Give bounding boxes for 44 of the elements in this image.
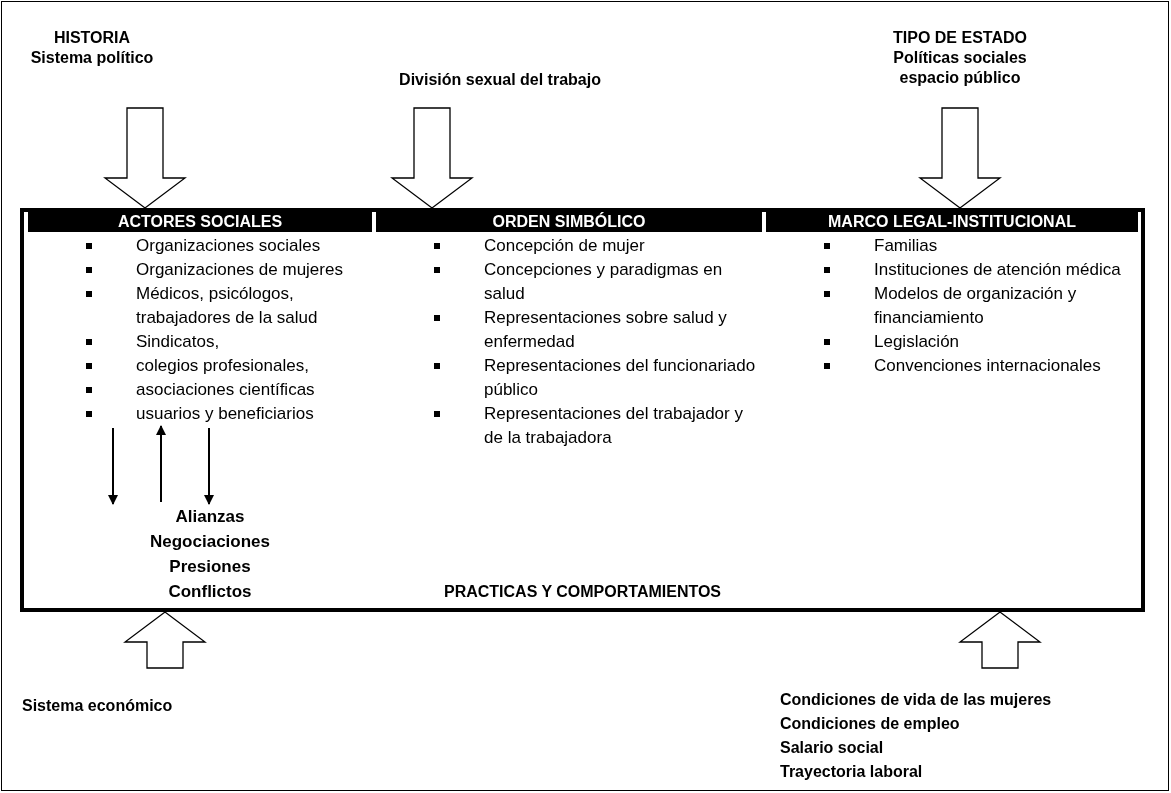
header-bar: MARCO LEGAL-INSTITUCIONAL: [766, 212, 1138, 232]
list-item-text: Organizaciones de mujeres: [136, 259, 344, 281]
main-box: [20, 208, 1145, 612]
hollow-arrow: [123, 611, 207, 669]
label-text: Condiciones de empleo: [780, 714, 961, 734]
list-item-text: Concepciones y paradigmas en salud: [484, 259, 724, 305]
list-item-text: Representaciones del trabajador y de la trabajadora: [484, 403, 744, 449]
arrow: [156, 425, 166, 503]
hollow-arrow: [103, 107, 187, 209]
heading-text: TIPO DE ESTADO: [893, 28, 1027, 48]
label-text: Salario social: [780, 738, 885, 758]
header-bar: ACTORES SOCIALES: [28, 212, 372, 232]
label-text: Trayectoria laboral: [780, 762, 924, 782]
list-item-text: Familias: [874, 235, 939, 257]
label-text: Alianzas: [175, 506, 245, 528]
header-bar: ORDEN SIMBÓLICO: [376, 212, 762, 232]
hollow-arrow: [958, 611, 1042, 669]
arrow: [108, 427, 118, 505]
list-item-text: Médicos, psicólogos, trabajadores de la salud: [136, 283, 319, 329]
list-item-text: Concepción de mujer: [484, 235, 646, 257]
list-item-text: Organizaciones sociales: [136, 235, 322, 257]
list-item-text: Legislación: [874, 331, 961, 353]
heading-text: HISTORIA: [53, 28, 131, 48]
label-text: División sexual del trabajo: [399, 70, 601, 90]
list-item-text: usuarios y beneficiarios: [136, 403, 315, 425]
label-text: Sistema político: [30, 48, 154, 68]
list-item-text: Representaciones del funcionariado público: [484, 355, 757, 401]
list-item-text: Representaciones sobre salud y enfermedad: [484, 307, 728, 353]
label-text: Políticas sociales espacio público: [892, 48, 1028, 88]
label-text: Negociaciones: [150, 531, 270, 553]
hollow-arrow: [918, 107, 1002, 209]
label-text: Conflictos: [168, 581, 252, 603]
list-item-text: Modelos de organización y financiamiento: [874, 283, 1078, 329]
arrow: [204, 427, 214, 505]
list-item-text: Instituciones de atención médica: [874, 259, 1122, 281]
list-item-text: asociaciones científicas: [136, 379, 316, 401]
hollow-arrow: [390, 107, 474, 209]
list-item-text: Convenciones internacionales: [874, 355, 1102, 377]
list-item-text: colegios profesionales,: [136, 355, 310, 377]
label-text: Condiciones de vida de las mujeres: [780, 690, 1053, 710]
list-item-text: Sindicatos,: [136, 331, 221, 353]
label-text: Presiones: [169, 556, 251, 578]
footer-text: PRACTICAS Y COMPORTAMIENTOS: [443, 582, 722, 602]
label-text: Sistema económico: [22, 696, 174, 716]
